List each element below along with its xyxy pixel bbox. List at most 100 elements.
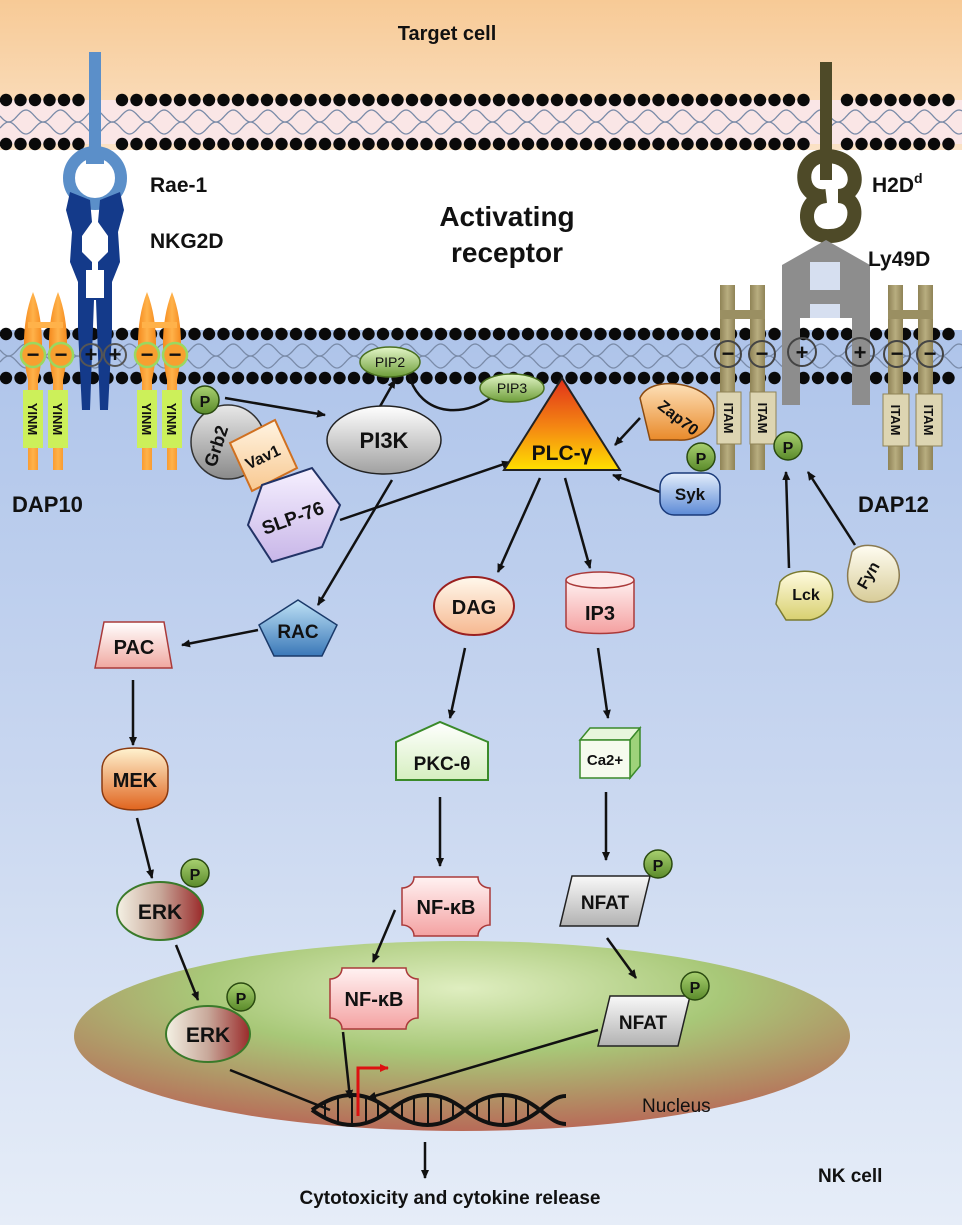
arrow-nfkb-to-dna [341,1031,354,1099]
lipid-head [289,137,303,151]
lipid-head [420,371,433,385]
lipid-head [536,327,549,341]
lipid-head [14,137,27,151]
lipid-head [43,93,56,107]
lipid-head [623,137,636,151]
plc-gamma: PLC-γ [502,376,622,471]
lipid-head [536,93,549,107]
lipid-head [304,371,317,385]
target-cell-membrane [0,93,962,151]
arrow-syk-to-plc [612,473,661,494]
lipid-head [14,371,27,385]
nucleus [74,941,850,1131]
lipid-head [768,327,781,341]
dap10-label: DAP10 [12,492,83,517]
lipid-head [391,327,404,341]
lipid-head [231,137,245,151]
lipid-head [115,327,129,341]
lipid-head [623,371,636,385]
lipid-head [14,327,27,341]
lipid-head [333,371,346,385]
svg-text:DAG: DAG [452,597,496,619]
lipid-head [188,93,201,107]
lipid-head [507,137,520,151]
lipid-head [434,137,448,151]
arrow-fyn-to-itam [806,471,857,546]
lipid-head [434,93,448,107]
ly49d-label: Ly49D [868,248,930,271]
lipid-head [72,93,85,107]
lipid-head [188,327,201,341]
lipid-head [840,93,854,107]
lipid-head [768,93,781,107]
lipid-head [797,93,810,107]
svg-text:PLC-γ: PLC-γ [532,442,593,465]
lipid-head [521,93,535,107]
yinm-label: YINM [50,403,65,436]
lipid-head [173,137,187,151]
charge-plus: + [796,340,809,365]
lipid-head [376,137,390,151]
lipid-head [695,137,709,151]
svg-text:P: P [236,991,247,1008]
arrow-plc-to-ip3 [563,477,592,569]
svg-text:NFAT: NFAT [581,893,630,914]
lipid-head [594,137,607,151]
lipid-head [463,137,477,151]
lipid-head [318,327,332,341]
lipid-head [942,93,955,107]
lipid-head [913,137,926,151]
lipid-head [246,327,259,341]
lipid-head [521,327,535,341]
lipid-head [376,327,390,341]
lipid-head [202,93,216,107]
lipid-head [449,93,462,107]
zap70: Zap70 [639,382,715,441]
yinm-motifs: YINM YINM YINM YINM [23,390,182,448]
lipid-head [550,93,564,107]
lipid-head [753,137,767,151]
charge-plus: + [85,342,98,367]
lipid-head [28,93,42,107]
lipid-head [420,327,433,341]
lipid-head [217,327,230,341]
lipid-head [405,93,419,107]
lipid-head [565,137,578,151]
lipid-head [115,93,129,107]
lipid-head [594,371,607,385]
lipid-head [652,371,665,385]
lipid-tail [0,355,962,369]
svg-text:P: P [696,451,707,468]
lipid-head [304,327,317,341]
pi3k: PI3K [326,405,442,475]
lipid-head [840,371,854,385]
arrow-pi3k-to-pip2 [376,379,397,411]
lipid-head [28,137,42,151]
lipid-head [304,137,317,151]
lipid-head [637,137,651,151]
lipid-head [739,93,752,107]
lipid-head [565,93,578,107]
erk-cytoplasm: ERK [116,881,204,941]
lipid-head [869,93,883,107]
lipid-head [666,137,680,151]
arrow-nfat-to-nfat-nucleus [605,937,638,979]
lipid-head [115,371,129,385]
lipid-head [637,327,651,341]
lipid-head [681,327,694,341]
nfkb-nucleus: NF-κB [329,967,419,1030]
lck: Lck [775,570,834,621]
lipid-head [362,137,375,151]
lipid-head [898,137,912,151]
svg-text:PI3K: PI3K [360,428,409,453]
phospho-p-itam: P [773,431,803,461]
lipid-head [275,93,288,107]
lipid-head [695,93,709,107]
rae1-label: Rae-1 [150,174,208,197]
lipid-head [536,137,549,151]
arrow-plc-to-dag [496,477,542,573]
lipid-head [927,93,941,107]
lipid-head [173,93,187,107]
target-cell-label: Target cell [398,23,497,45]
lipid-head [260,327,274,341]
